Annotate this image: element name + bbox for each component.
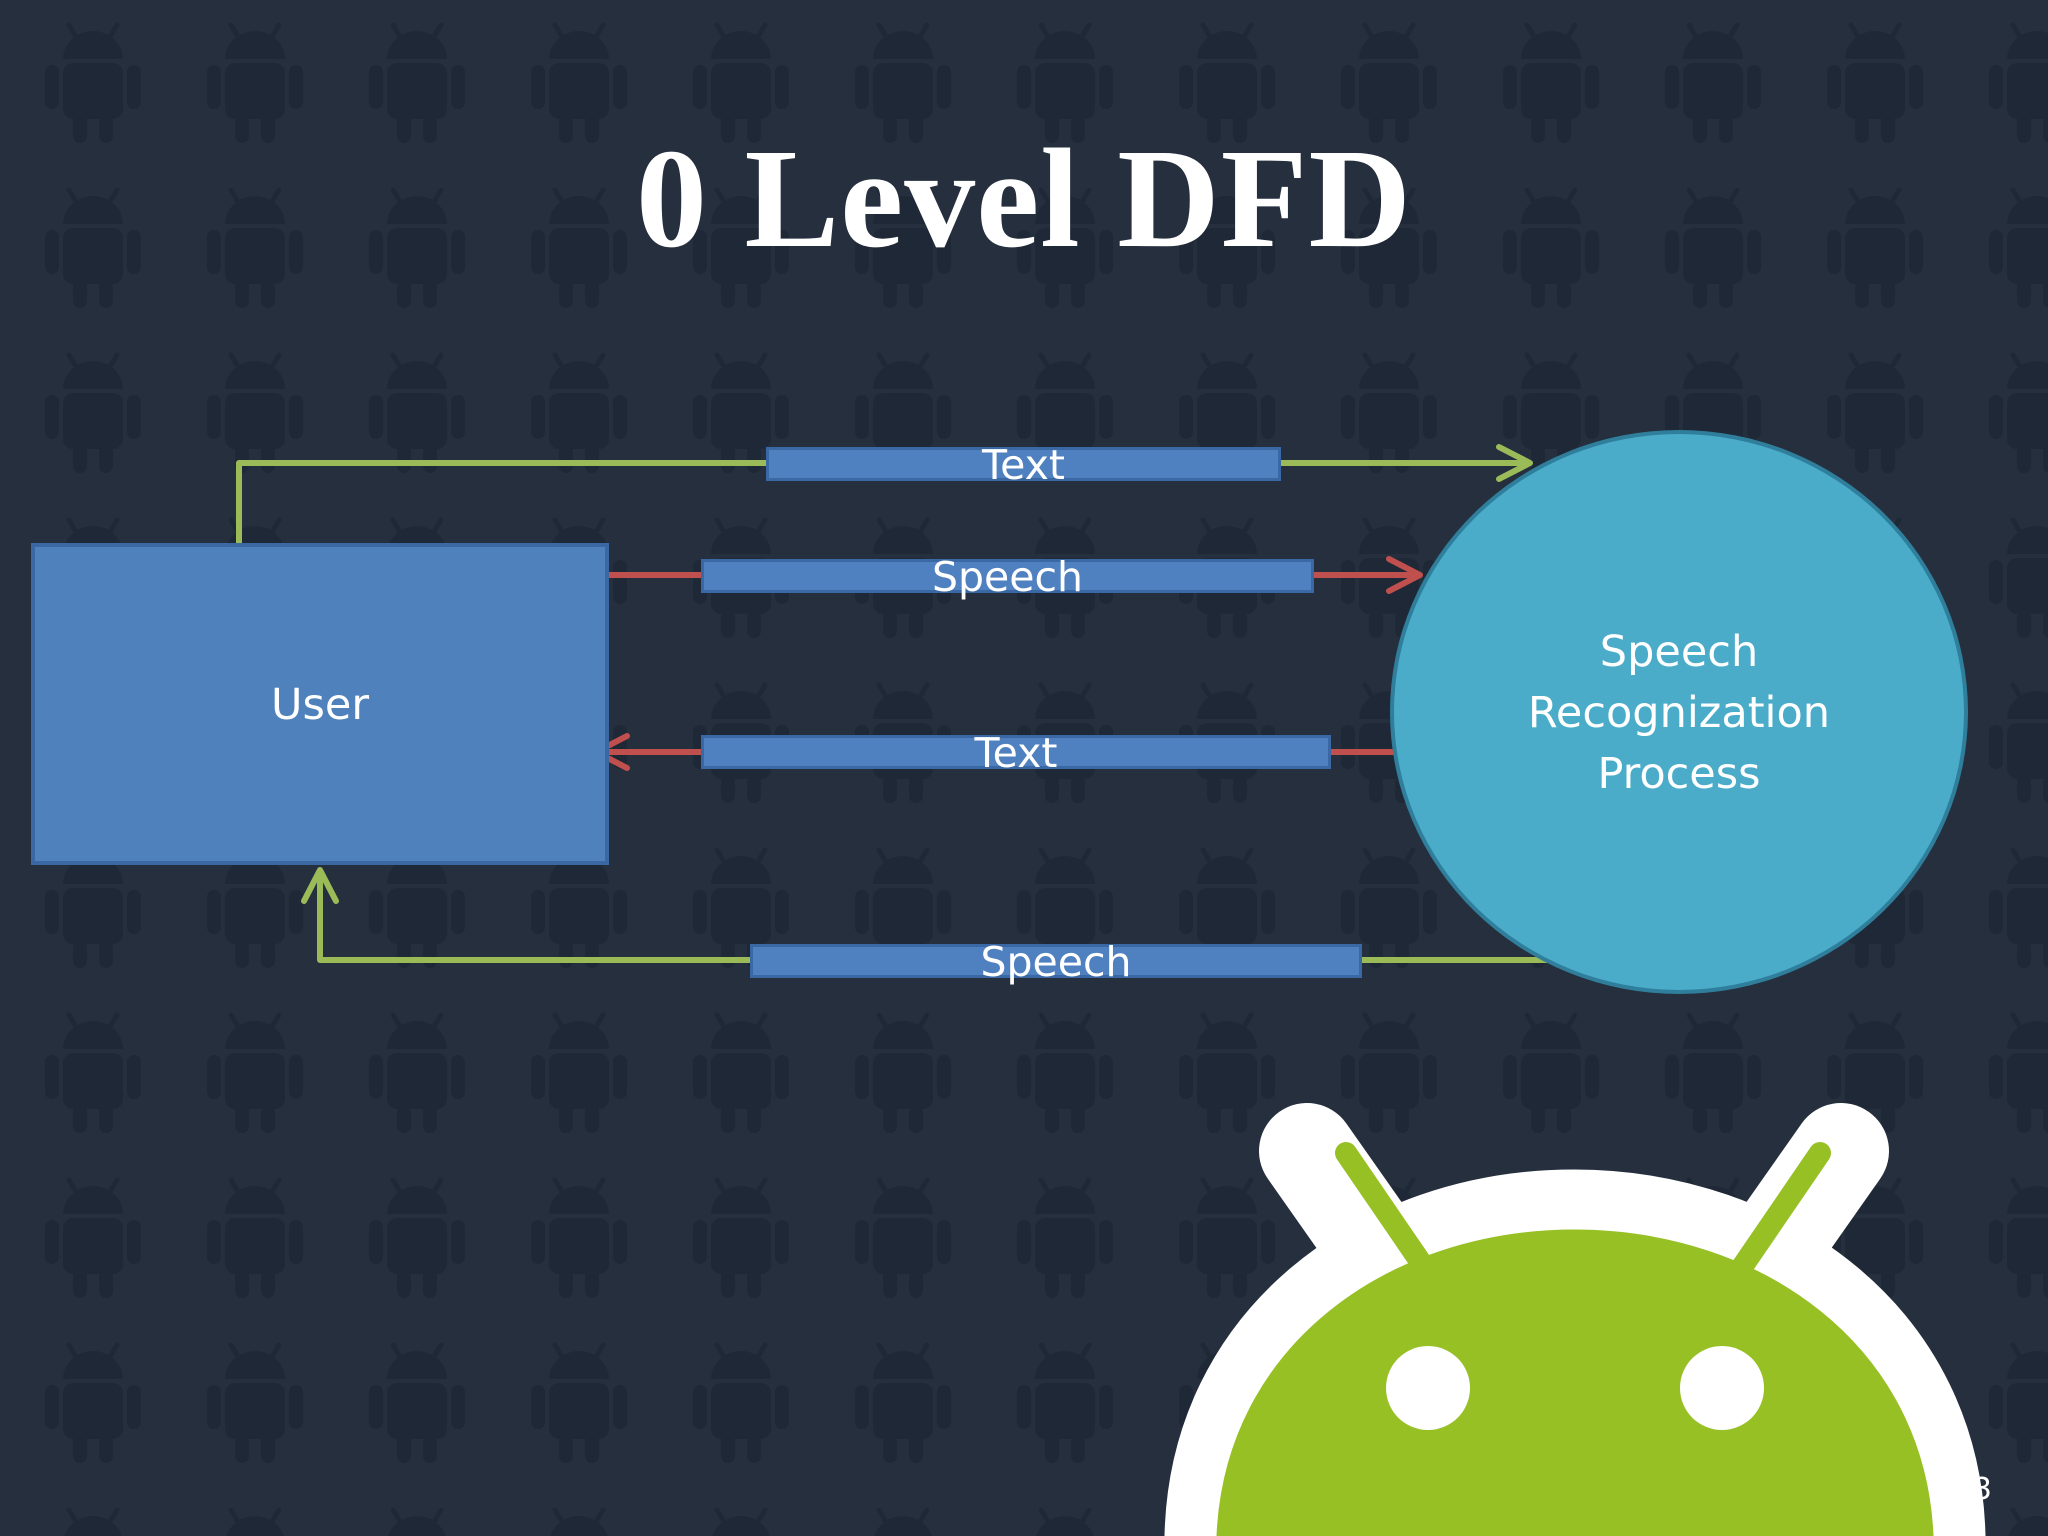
flow-label-text-to-process: Text	[982, 441, 1065, 489]
speech-recognition-process-label: Speech Recognization Process	[1527, 627, 1831, 799]
flow-label-speech-to-process: Speech	[931, 553, 1084, 601]
slide-title: 0 Level DFD	[635, 119, 1413, 277]
android-robot-head-icon	[1164, 1103, 1986, 1536]
flow-label-speech-to-user: Speech	[980, 938, 1132, 986]
flow-label-text-to-user: Text	[974, 729, 1058, 777]
user-entity-label: User	[270, 680, 369, 730]
flow-label-bar	[766, 447, 1281, 481]
user-entity-box	[31, 543, 609, 865]
flow-label-bar	[701, 735, 1331, 769]
page-number: 13	[1953, 1472, 1992, 1507]
flow-label-bar	[750, 944, 1362, 978]
speech-recognition-process-circle	[1390, 430, 1968, 994]
flow-label-bar	[701, 559, 1314, 593]
